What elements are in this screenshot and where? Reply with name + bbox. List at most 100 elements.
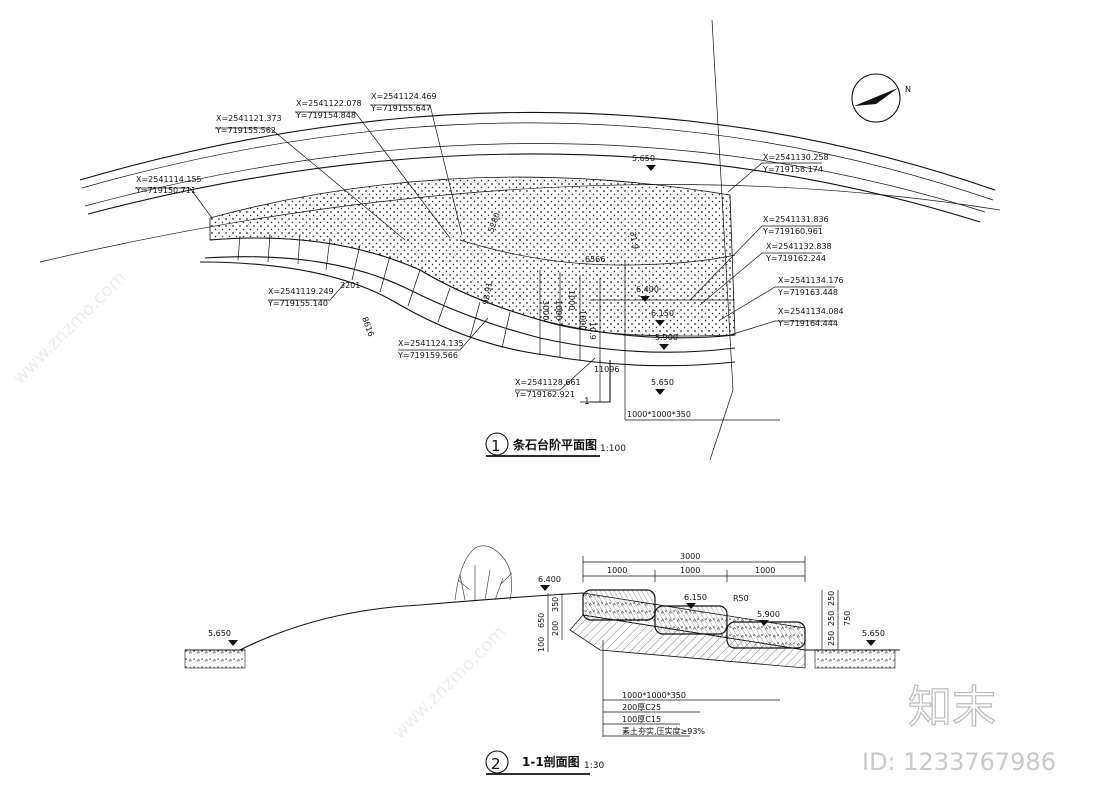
stone-step-3 [726,621,806,649]
dim-2: 31.9 [628,231,640,250]
stone-step-2 [654,605,728,635]
coord-y-4: Y=719158.174 [762,165,823,174]
watermark-logo: 知末 [908,682,996,733]
coord-y-6: Y=719162.244 [765,254,826,263]
coord-x-1: X=2541122.078 [296,99,362,108]
layer-0: 1000*1000*350 [622,691,686,700]
watermark-site-2: www.znzmo.com [389,622,511,744]
plan-view: X=2541121.373 Y=719155.562 X=2541122.078… [39,19,1001,461]
layer-2: 100厚C15 [622,715,661,724]
sec-elev-marker-2 [759,620,769,626]
section-scale: 1:30 [584,761,604,771]
shrub-icon [454,545,513,601]
right-dim-lines [821,590,839,650]
coord-y-8: Y=719164.444 [777,319,838,328]
coord-x-10: X=2541124.135 [398,339,464,348]
dim-1: 6566 [585,255,605,264]
coord-x-7: X=2541134.176 [778,276,844,285]
section-title-circle [485,750,509,774]
step-edge-3 [199,261,736,367]
coord-y-10: Y=719159.566 [397,351,458,360]
dim-11: 8616 [360,316,375,338]
watermark-site-1: www.znzmo.com [9,267,131,389]
coord-y-3: Y=719150.711 [135,186,196,195]
sec-elev-marker-0 [540,585,550,591]
coord-x-3: X=2541114.155 [136,175,202,184]
coord-x-4: X=2541130.258 [763,153,829,162]
elev-2: 6.150 [651,309,674,318]
sec-right-0: 250 [827,591,836,606]
watermark: 知末 ID: 1233767986 www.znzmo.com www.znzm… [9,267,1056,776]
coord-x-6: X=2541132.838 [766,242,832,251]
dim-8: 1000 [567,290,576,310]
svg-text:N: N [905,85,911,94]
dim-3: 3201 [340,281,360,290]
section-mark: 1 [584,397,590,407]
coord-x-9: X=2541119.249 [268,287,334,296]
sec-elev-1: 6.150 [684,593,707,602]
elev-1: 6.400 [636,285,659,294]
elev-0: 5.650 [632,154,655,163]
dim-9: 1000 [578,310,587,330]
sec-elev-marker-4 [866,640,876,646]
coord-x-0: X=2541121.373 [216,114,282,123]
sec-elev-2: 5.900 [757,610,780,619]
plan-note: 1000*1000*350 [627,410,691,419]
road-edge-outer [79,111,996,191]
elev-marker-2 [655,320,665,326]
sec-elev-4: 5.650 [862,629,885,638]
sec-right-2: 250 [827,631,836,646]
coord-y-0: Y=719155.562 [215,126,276,135]
sec-left-0: 650 [537,613,546,628]
coord-x-8: X=2541134.084 [778,307,844,316]
section-title-num: 2 [491,755,501,773]
left-dim-lines [547,593,563,652]
elev-marker-1 [640,296,650,302]
plan-title-circle [485,432,509,456]
sec-right-3: 750 [843,611,852,626]
ground-profile [185,592,584,651]
elev-marker-0 [646,165,656,171]
sec-elev-0: 6.400 [538,575,561,584]
layer-leader-ticks [603,699,780,737]
dim-10: 11096 [594,365,619,374]
plan-elevations: 5.650 6.400 6.150 5.900 5.650 [632,154,678,395]
sec-dim-total: 3000 [680,552,700,561]
coord-y-11: Y=719162.921 [514,390,575,399]
step-divisions [237,233,626,420]
section-view: 3000 1000 1000 1000 650 200 350 100 250 … [184,545,900,775]
coord-x-5: X=2541131.836 [763,215,829,224]
road-line-1 [81,122,994,201]
coord-y-9: Y=719155.140 [267,299,328,308]
watermark-id: ID: 1233767986 [862,748,1056,776]
plan-title: 条石台阶平面图 [512,437,597,452]
left-base [184,649,246,669]
sec-elev-marker-3 [228,640,238,646]
coord-x-2: X=2541124.469 [371,92,437,101]
sec-dim-3: 1000 [755,566,775,575]
plan-scale: 1:100 [600,444,626,454]
coord-y-5: Y=719160.961 [762,227,823,236]
sec-dim-2: 1000 [680,566,700,575]
layer-1: 200厚C25 [622,703,661,712]
right-base [814,649,896,669]
top-dim-lines [582,556,806,582]
sec-dim-1: 1000 [607,566,627,575]
section-title: 1-1剖面图 [522,754,580,769]
sec-right-1: 250 [827,611,836,626]
road-line-2 [84,143,986,213]
inner-curve [459,239,736,266]
road-edge-inner [87,153,981,223]
coord-y-7: Y=719163.448 [777,288,838,297]
dim-6: 3000 [541,300,550,320]
layer-3: 素土夯实,压实度≥93% [622,726,705,736]
base-layer-c15 [569,614,806,669]
dim-5: 10.9 [588,322,597,340]
north-arrow-icon: N [851,73,911,123]
leader-vertical [711,19,734,391]
sec-left-1: 200 [551,621,560,636]
elev-marker-4 [655,389,665,395]
step-edge-2 [204,256,736,353]
dim-7: 1000 [554,300,563,320]
